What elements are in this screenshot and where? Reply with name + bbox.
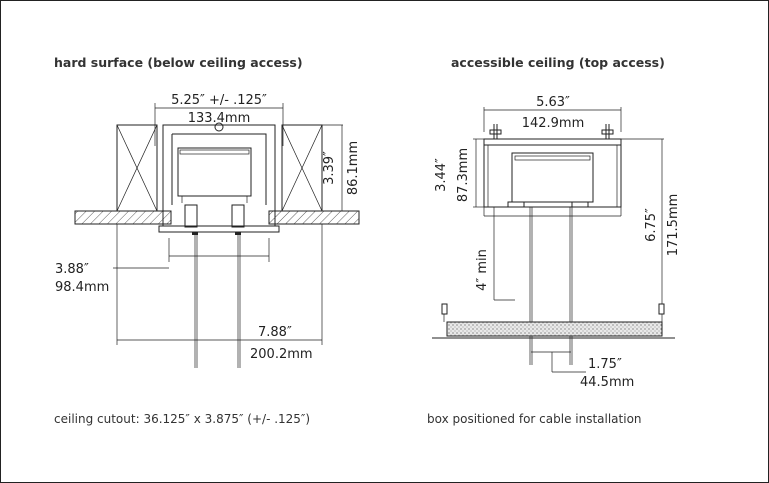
right-width-in: 5.63″ (536, 95, 570, 110)
fixture-housing (158, 122, 280, 235)
left-width-mm: 133.4mm (188, 111, 251, 126)
right-height-in: 3.44″ (434, 158, 449, 192)
right-caption: box positioned for cable installation (427, 412, 642, 426)
right-height-mm: 87.3mm (456, 148, 471, 202)
dim-cable-spacing: 1.75″ 44.5mm (531, 351, 634, 390)
mounting-studs (489, 124, 614, 139)
left-spacing-mm: 98.4mm (55, 280, 109, 295)
left-total-mm: 200.2mm (250, 347, 313, 362)
box-housing (483, 138, 622, 217)
left-title: hard surface (below ceiling access) (54, 55, 303, 70)
left-width-in: 5.25″ +/- .125″ (171, 93, 267, 108)
dim-top-width: 5.25″ +/- .125″ 133.4mm (154, 93, 284, 146)
dim-total-width: 7.88″ 200.2mm (116, 224, 323, 362)
right-drop-in: 6.75″ (644, 208, 659, 242)
dim-box-height: 3.44″ 87.3mm (434, 138, 484, 208)
right-spacing-in: 1.75″ (588, 357, 622, 372)
ceiling-slab (74, 210, 360, 225)
dim-height: 3.39″ 86.1mm (322, 124, 361, 212)
right-width-mm: 142.9mm (522, 116, 585, 131)
right-panel: accessible ceiling (top access) (427, 55, 681, 426)
side-block-left (116, 124, 158, 212)
left-height-in: 3.39″ (322, 151, 337, 185)
left-spacing-in: 3.88″ (55, 262, 89, 277)
left-panel: hard surface (below ceiling access) (54, 55, 361, 426)
left-cables (194, 235, 241, 368)
side-block-right (281, 124, 323, 212)
dim-inner-spacing: 3.88″ 98.4mm (55, 238, 270, 295)
ceiling-tile (432, 303, 675, 339)
left-total-in: 7.88″ (258, 325, 292, 340)
dim-drop: 6.75″ 171.5mm (621, 138, 681, 304)
right-spacing-mm: 44.5mm (580, 375, 634, 390)
dim-box-width: 5.63″ 142.9mm (483, 95, 622, 132)
left-height-mm: 86.1mm (346, 141, 361, 195)
right-cables (529, 207, 573, 365)
left-caption: ceiling cutout: 36.125″ x 3.875″ (+/- .1… (54, 412, 310, 426)
right-title: accessible ceiling (top access) (451, 55, 665, 70)
right-min-label: 4″ min (475, 249, 490, 291)
right-drop-mm: 171.5mm (666, 194, 681, 257)
dim-min-clearance: 4″ min (475, 207, 515, 301)
